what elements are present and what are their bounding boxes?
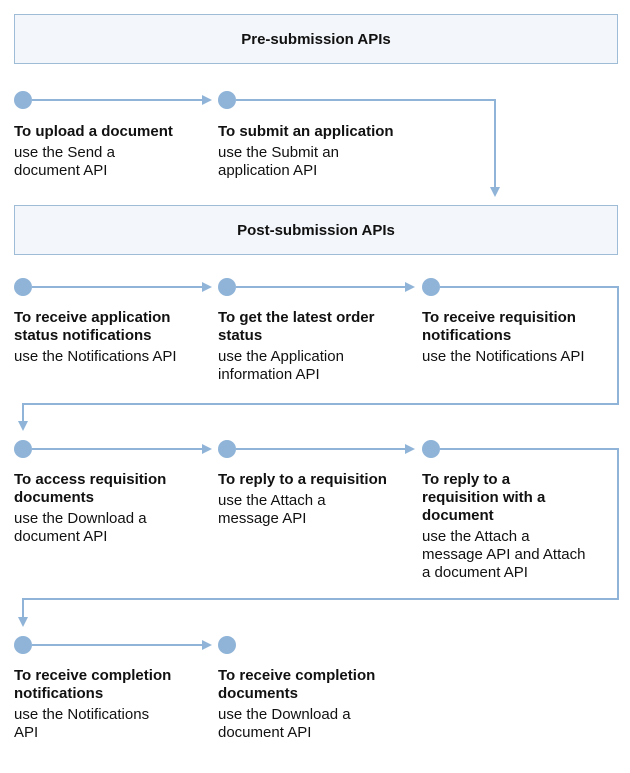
step-node <box>422 278 440 296</box>
post-submission-header: Post-submission APIs <box>14 205 618 255</box>
connector-arrow <box>236 99 500 197</box>
step-description: use the Application information API <box>218 348 344 383</box>
step-title: To receive requisition notifications <box>422 309 576 344</box>
step-title: To get the latest order status <box>218 309 375 344</box>
step-latest-order-status: To get the latest order status use the A… <box>218 309 408 384</box>
step-description: use the Send a document API <box>14 144 115 179</box>
step-title: To upload a document <box>14 123 173 140</box>
step-description: use the Notifications API <box>14 348 177 365</box>
step-title: To submit an application <box>218 123 394 140</box>
step-reply-requisition: To reply to a requisition use the Attach… <box>218 471 408 528</box>
step-access-requisition-documents: To access requisition documents use the … <box>14 471 192 546</box>
step-node <box>14 440 32 458</box>
step-node <box>422 440 440 458</box>
step-description: use the Notifications API <box>422 348 585 365</box>
connector-arrow <box>18 286 619 431</box>
step-completion-documents: To receive completion documents use the … <box>218 667 408 742</box>
pre-submission-header: Pre-submission APIs <box>14 14 618 64</box>
connector-arrow <box>18 448 619 627</box>
step-title: To receive completion documents <box>218 667 376 702</box>
step-description: use the Attach a message API <box>218 492 326 527</box>
step-description: use the Submit an application API <box>218 144 339 179</box>
step-node <box>14 636 32 654</box>
step-description: use the Download a document API <box>14 510 147 545</box>
step-node <box>218 278 236 296</box>
step-node <box>14 91 32 109</box>
pre-submission-title: Pre-submission APIs <box>241 30 391 48</box>
step-title: To receive application status notificati… <box>14 309 171 344</box>
step-completion-notifications: To receive completion notifications use … <box>14 667 192 742</box>
step-requisition-notifications: To receive requisition notifications use… <box>422 309 602 366</box>
step-node <box>218 636 236 654</box>
step-title: To reply to a requisition with a documen… <box>422 471 546 524</box>
step-node <box>14 278 32 296</box>
step-upload-document: To upload a document use the Send a docu… <box>14 123 204 180</box>
step-title: To reply to a requisition <box>218 471 387 488</box>
step-node <box>218 91 236 109</box>
step-description: use the Download a document API <box>218 706 351 741</box>
step-submit-application: To submit an application use the Submit … <box>218 123 408 180</box>
step-title: To access requisition documents <box>14 471 167 506</box>
step-application-status-notifications: To receive application status notificati… <box>14 309 204 366</box>
post-submission-title: Post-submission APIs <box>237 221 395 239</box>
step-reply-requisition-document: To reply to a requisition with a documen… <box>422 471 602 582</box>
step-node <box>218 440 236 458</box>
step-description: use the Notifications API <box>14 706 150 741</box>
step-title: To receive completion notifications <box>14 667 172 702</box>
step-description: use the Attach a message API and Attach … <box>422 528 586 581</box>
